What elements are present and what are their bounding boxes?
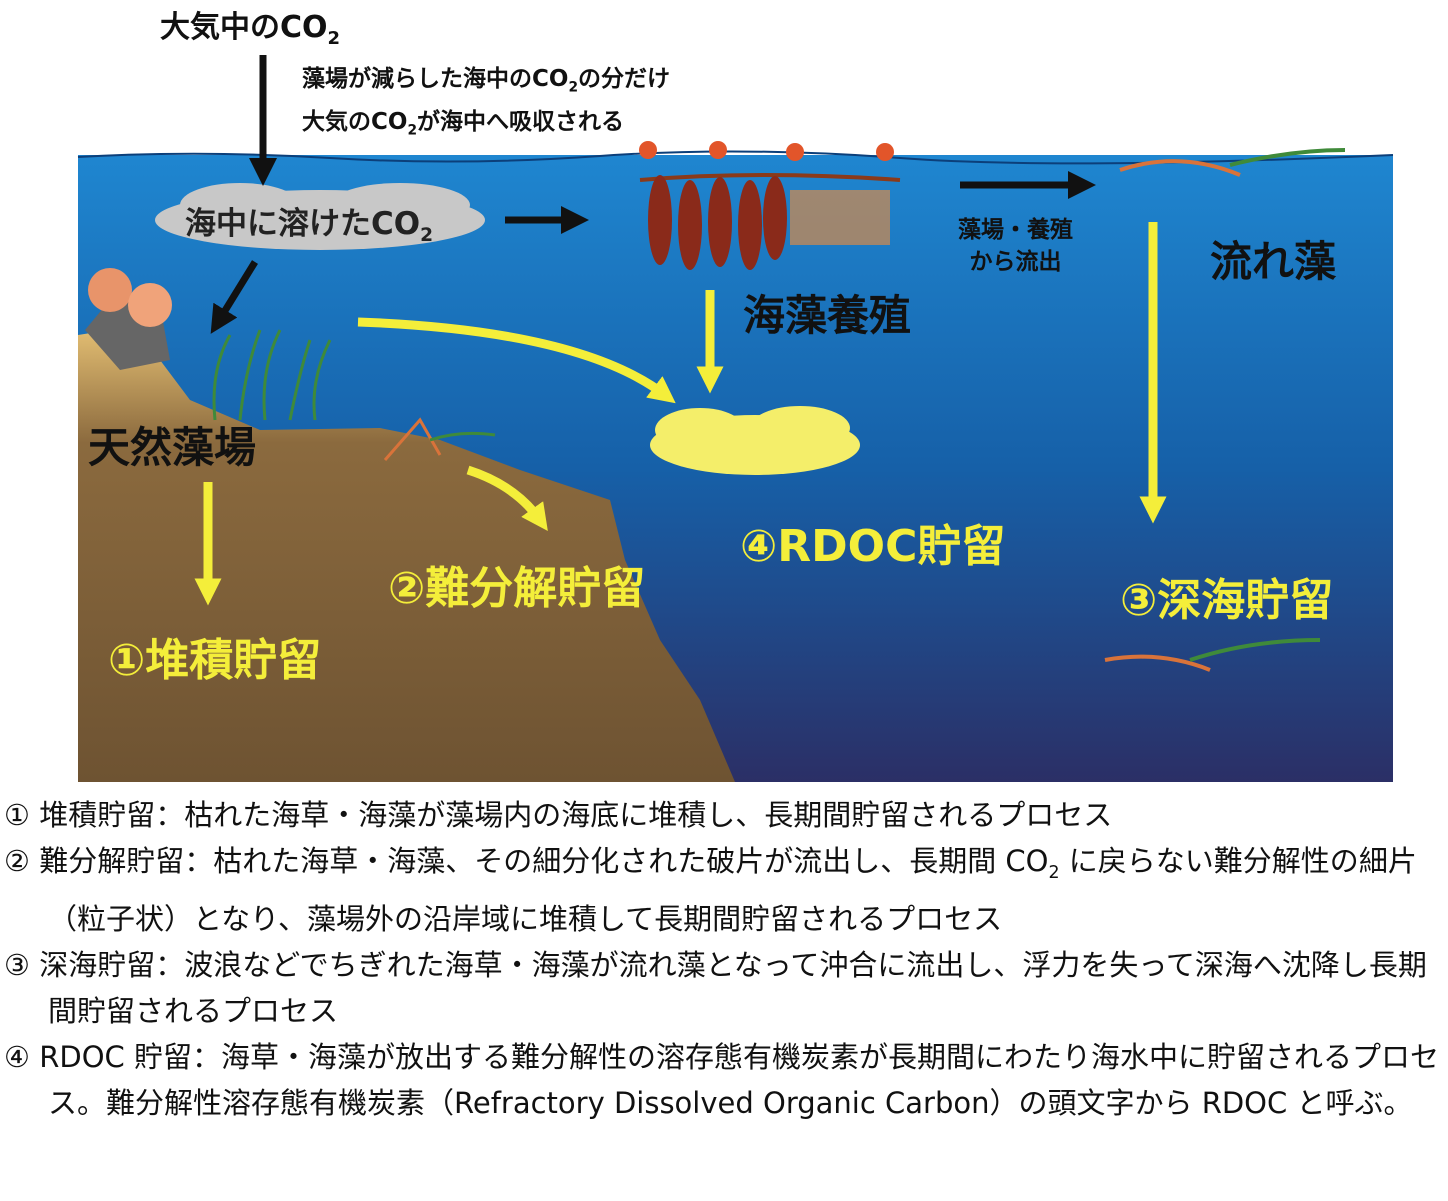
aquaculture-label: 海藻養殖: [743, 291, 912, 340]
storage-2-label: ②難分解貯留: [388, 563, 646, 614]
drift-seaweed-label: 流れ藻: [1210, 237, 1337, 286]
drift-seaweed: [1119, 148, 1346, 177]
aquaculture-rope: [639, 141, 901, 270]
absorption-note: 藻場が減らした海中のCO2の分だけ 大気のCO2が海中へ吸収される: [302, 66, 671, 139]
coastal-fragments: [383, 417, 496, 461]
storage-1-label: ①堆積貯留: [108, 635, 322, 686]
rdoc-cloud: [650, 406, 860, 475]
caption-3: ③ 深海貯留：波浪などでちぎれた海草・海藻が流れ藻となって沖合に流出し、浮力を失…: [4, 947, 1427, 1028]
scene-illustration: [77, 55, 1394, 782]
arrow-storage-2: [466, 465, 548, 531]
natural-bed-label: 天然藻場: [88, 423, 257, 472]
sunken-seaweed: [1104, 638, 1321, 672]
arrow-to-rdoc: [357, 317, 676, 404]
seabed: [78, 330, 735, 782]
caption-4: ④ RDOC 貯留：海草・海藻が放出する難分解性の溶存態有機炭素が長期間にわたり…: [4, 1039, 1439, 1120]
atmosphere-co2-label: 大気中のCO2: [160, 10, 341, 49]
storage-3-label: ③深海貯留: [1120, 575, 1334, 626]
outflow-label: 藻場・養殖から流出: [958, 217, 1073, 275]
dissolved-co2-label: 海中に溶けたCO2: [185, 206, 434, 247]
storage-4-label: ④RDOC貯留: [740, 521, 1006, 572]
seagrass: [212, 329, 332, 421]
caption-1: ① 堆積貯留：枯れた海草・海藻が藻場内の海底に堆積し、長期間貯留されるプロセス: [4, 798, 1113, 832]
caption-2: ② 難分解貯留：枯れた海草・海藻、その細分化された破片が流出し、長期間 CO2 …: [4, 844, 1417, 936]
arrow-co2-to-natural-bed: [210, 260, 258, 334]
caption-list: ① 堆積貯留：枯れた海草・海藻が藻場内の海底に堆積し、長期間貯留されるプロセス …: [4, 792, 1448, 1126]
rock-with-seaweed: [85, 268, 172, 370]
dissolved-co2-cloud: [155, 183, 485, 250]
